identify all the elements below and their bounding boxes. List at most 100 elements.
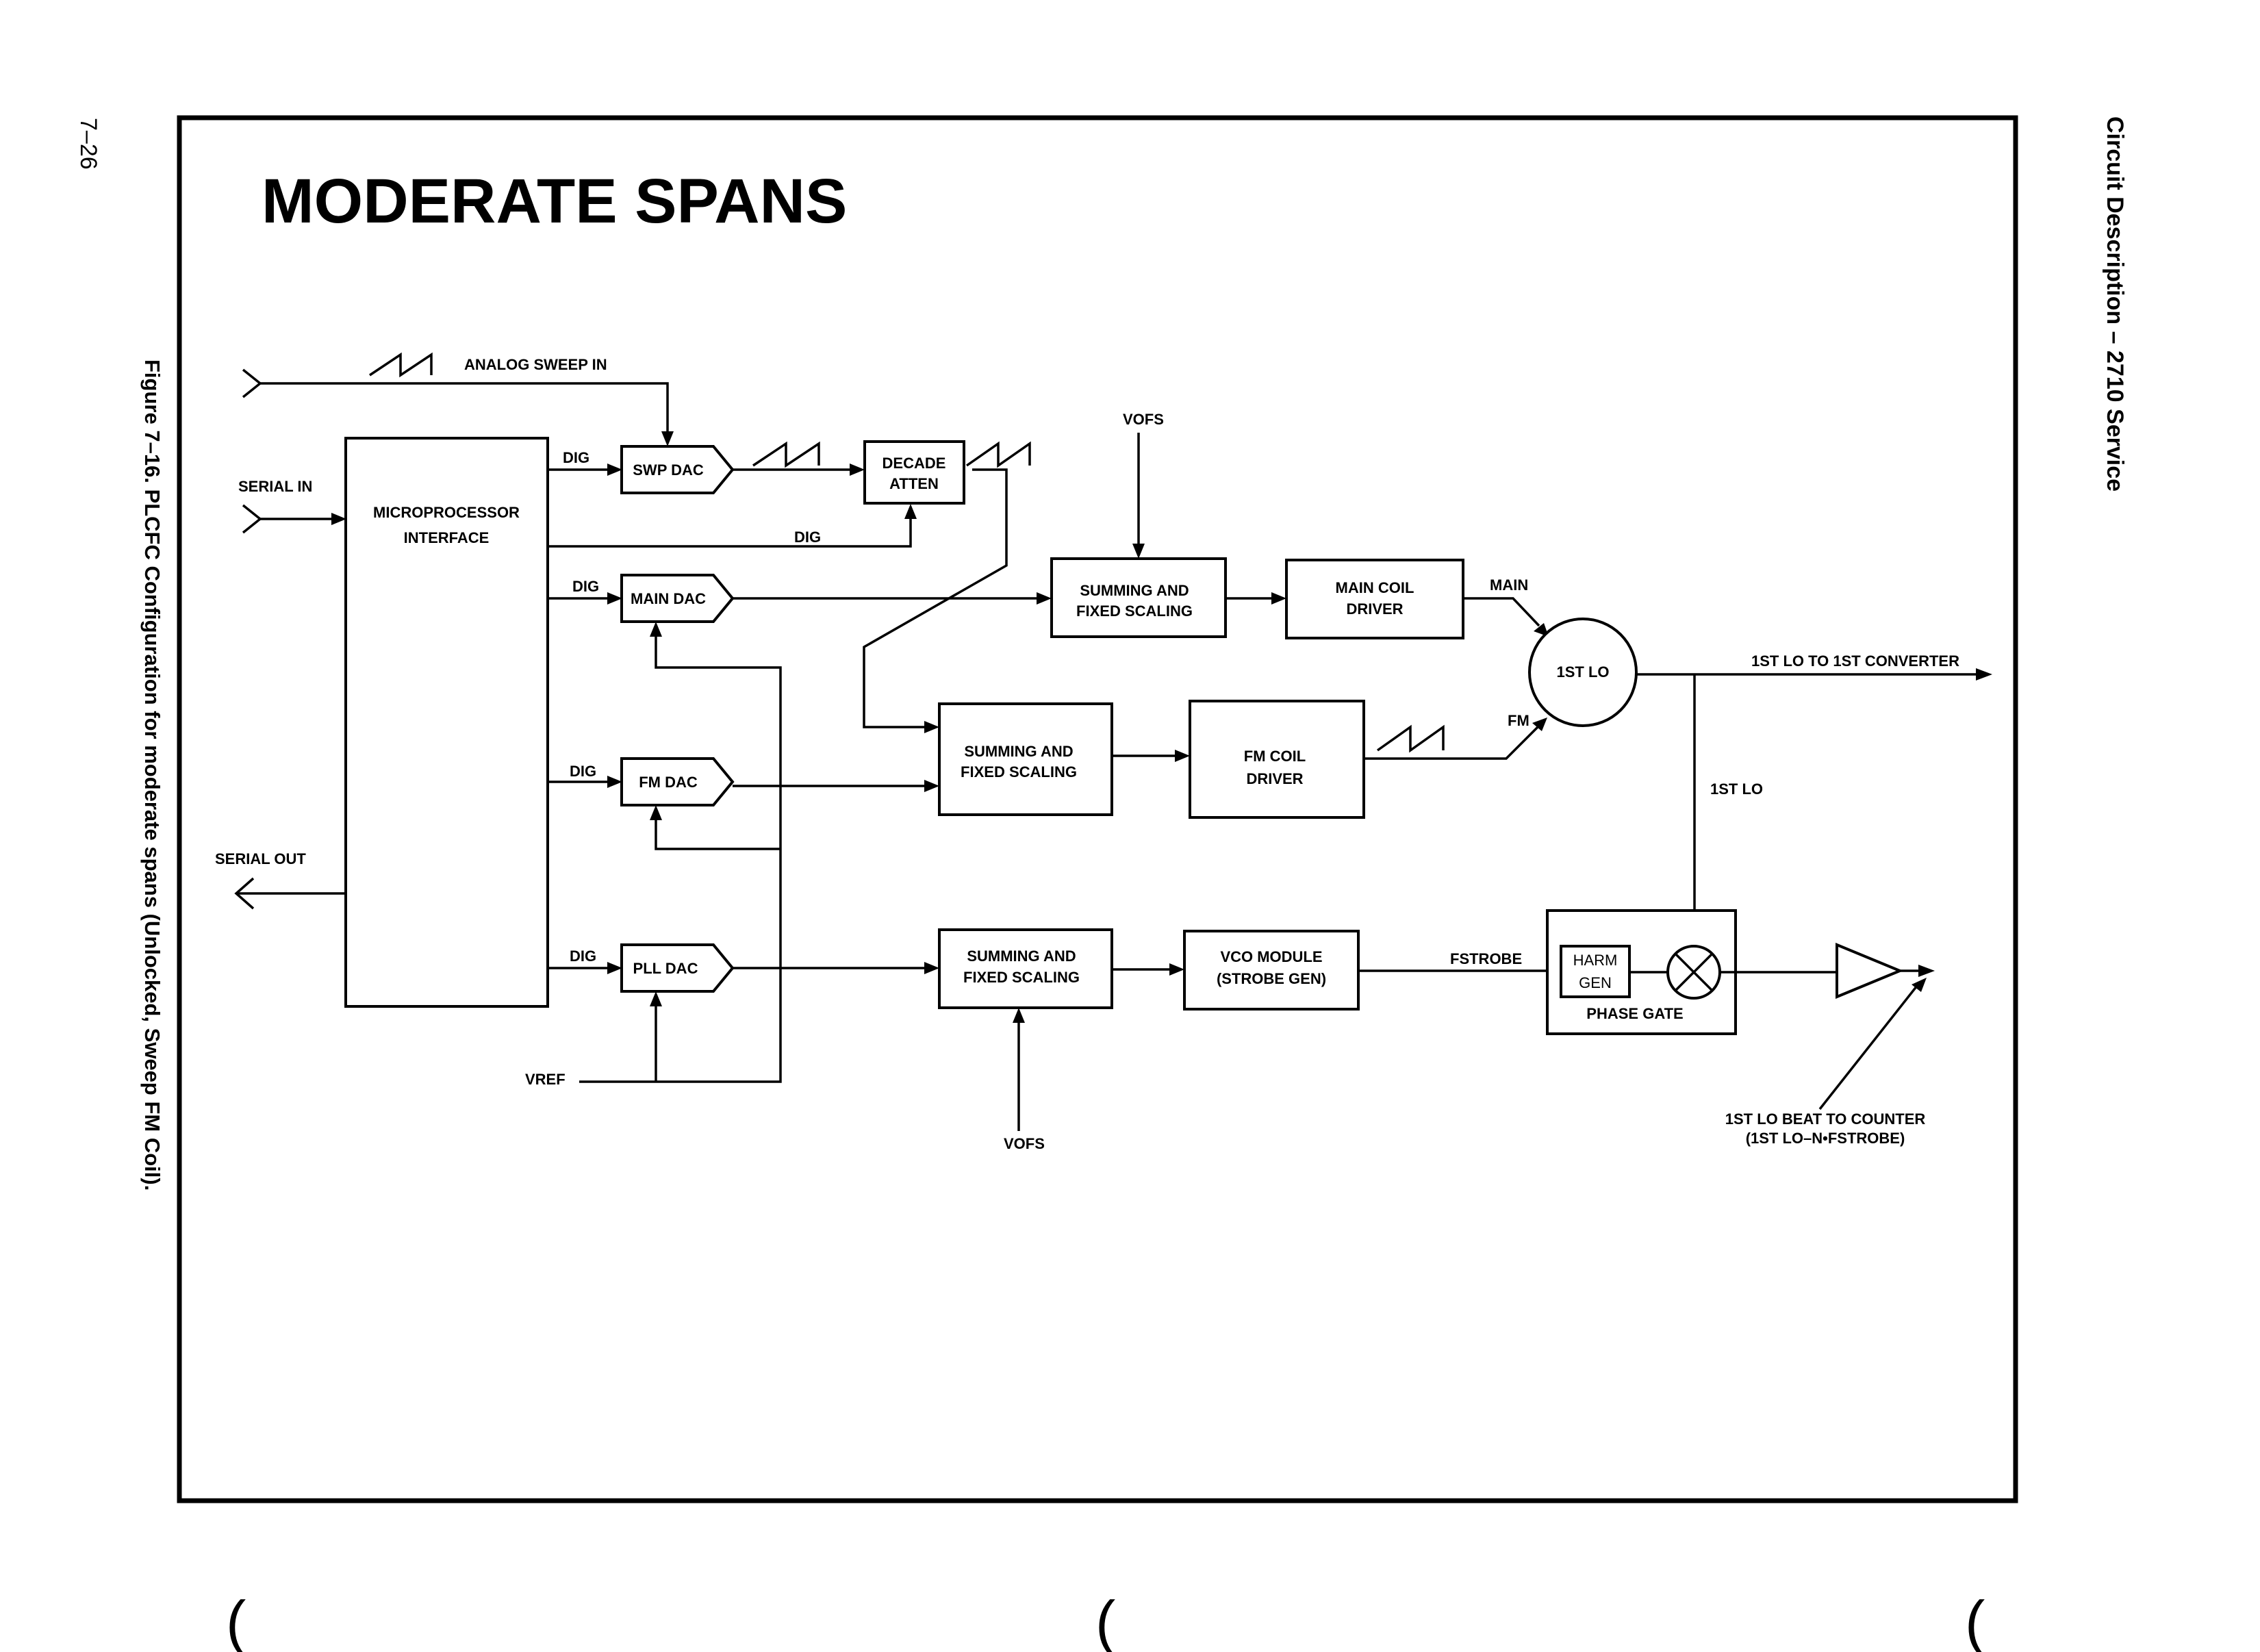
vco-label-line2: (STROBE GEN) xyxy=(1217,970,1326,987)
fm-dac-to-sum-arrowhead xyxy=(924,780,939,792)
harm-gen-label-line1: HARM xyxy=(1573,952,1618,969)
main-coil-to-lo-line xyxy=(1463,597,1540,627)
lo-feedback-label: 1ST LO xyxy=(1710,780,1763,798)
fm-dac-label: FM DAC xyxy=(639,774,698,791)
atten-to-sum-fm-arrowhead xyxy=(924,721,939,733)
footer-mark-center: ( xyxy=(1095,1588,1115,1652)
first-lo-label: 1ST LO xyxy=(1556,663,1609,681)
analog-sweep-in-line xyxy=(260,382,669,437)
sum-to-main-coil-arrowhead xyxy=(1271,592,1286,605)
swp-dac-dig-label: DIG xyxy=(563,449,589,466)
amplifier-icon xyxy=(1836,943,1904,999)
analog-sweep-ramp-icon xyxy=(369,352,433,378)
pll-dac-block xyxy=(620,943,735,993)
vref-fm-arrowhead xyxy=(650,805,662,820)
pll-dac-dig-arrowhead xyxy=(607,962,622,974)
summing-main-label-line1: SUMMING AND xyxy=(1080,582,1189,599)
main-dac-label: MAIN DAC xyxy=(631,590,706,607)
amp-output-arrowhead xyxy=(1918,965,1935,977)
fm-dac-block xyxy=(620,757,735,806)
serial-in-arrowhead xyxy=(331,513,346,525)
beat-label-line2: (1ST LO–N•FSTROBE) xyxy=(1746,1130,1905,1147)
vco-label-line1: VCO MODULE xyxy=(1220,948,1322,965)
diagram-title: MODERATE SPANS xyxy=(262,166,847,236)
decade-atten-block xyxy=(863,440,965,505)
vofs-top-arrowhead xyxy=(1132,544,1145,559)
main-dac-dig-label: DIG xyxy=(572,578,599,595)
vofs-bottom-label: VOFS xyxy=(1004,1135,1045,1152)
pll-dac-label: PLL DAC xyxy=(633,960,698,977)
page-number: 7–26 xyxy=(75,118,101,170)
fm-dac-dig-arrowhead xyxy=(607,776,622,788)
sum-to-fm-coil-arrowhead xyxy=(1175,750,1190,762)
vref-main-arrowhead xyxy=(650,622,662,637)
fstrobe-label: FSTROBE xyxy=(1450,950,1522,967)
swp-dac-block xyxy=(620,445,735,494)
lo-to-converter-arrowhead xyxy=(1976,668,1992,681)
fm-coil-to-lo-arrowhead xyxy=(1532,717,1547,731)
summing-main-block xyxy=(1050,557,1227,638)
pll-dac-to-sum-arrowhead xyxy=(924,962,939,974)
main-dac-dig-arrowhead xyxy=(607,592,622,605)
main-dac-to-sum-arrowhead xyxy=(1037,592,1052,605)
serial-out-chevron xyxy=(234,877,255,910)
beat-leader-line xyxy=(1818,984,1918,1110)
fm-dac-dig-label: DIG xyxy=(570,763,596,780)
figure-caption: Figure 7–16. PLCFC Configuration for mod… xyxy=(140,359,164,1191)
swp-to-atten-arrowhead xyxy=(850,463,865,476)
mixer-cross xyxy=(1674,952,1714,992)
vco-module-block xyxy=(1183,930,1360,1011)
decade-atten-output-ramp-icon xyxy=(966,441,1031,468)
page-header: Circuit Description – 2710 Service xyxy=(2102,116,2128,492)
dig-to-atten-arrowhead xyxy=(904,504,917,519)
beat-label-line1: 1ST LO BEAT TO COUNTER xyxy=(1725,1110,1926,1128)
beat-leader-arrowhead xyxy=(1912,978,1927,992)
vref-line xyxy=(579,633,782,1083)
first-lo-oscillator xyxy=(1528,618,1638,727)
lo-to-converter-label: 1ST LO TO 1ST CONVERTER xyxy=(1751,652,1959,670)
analog-sweep-in-label: ANALOG SWEEP IN xyxy=(464,356,607,373)
serial-input-chevron xyxy=(242,504,262,534)
microprocessor-label-line2: INTERFACE xyxy=(404,529,490,546)
sum-to-vco-arrowhead xyxy=(1169,963,1184,976)
fm-coil-to-lo-line xyxy=(1364,726,1539,760)
vref-fm-branch xyxy=(655,816,780,850)
vofs-top-label: VOFS xyxy=(1123,411,1164,428)
main-coil-label-line1: MAIN COIL xyxy=(1336,579,1414,596)
phase-gate-label: PHASE GATE xyxy=(1586,1005,1683,1022)
fm-coil-label-line2: DRIVER xyxy=(1246,770,1303,787)
dig-to-atten-line xyxy=(548,515,912,548)
summing-fm-label-line1: SUMMING AND xyxy=(964,743,1073,760)
microprocessor-label-line1: MICROPROCESSOR xyxy=(373,504,520,521)
main-coil-label-line2: DRIVER xyxy=(1346,600,1403,618)
analog-sweep-arrowhead xyxy=(661,431,674,446)
summing-fm-block xyxy=(938,702,1113,816)
summing-main-label-line2: FIXED SCALING xyxy=(1076,602,1193,620)
swp-dac-label: SWP DAC xyxy=(633,461,704,479)
vref-pll-arrowhead xyxy=(650,991,662,1006)
serial-out-label: SERIAL OUT xyxy=(215,850,306,867)
main-signal-label: MAIN xyxy=(1490,576,1528,594)
atten-to-sum-fm-line xyxy=(863,468,1008,728)
swp-dac-dig-arrowhead xyxy=(607,463,622,476)
summing-pll-label-line1: SUMMING AND xyxy=(967,948,1076,965)
fm-coil-driver-block xyxy=(1189,700,1365,819)
vref-label: VREF xyxy=(525,1071,566,1088)
vofs-bottom-arrowhead xyxy=(1013,1008,1025,1023)
analog-sweep-input-chevron xyxy=(242,368,262,398)
main-coil-driver-block xyxy=(1285,559,1464,639)
fm-coil-output-ramp-icon xyxy=(1376,724,1445,753)
decade-atten-label-line2: ATTEN xyxy=(889,475,939,492)
footer-mark-left: ( xyxy=(226,1588,246,1652)
diagram-frame xyxy=(177,115,2018,1503)
main-dac-block xyxy=(620,574,735,623)
harm-gen-label-line2: GEN xyxy=(1579,974,1612,991)
summing-pll-block xyxy=(938,928,1113,1009)
swp-dac-output-ramp-icon xyxy=(752,441,820,468)
fm-signal-label: FM xyxy=(1508,712,1529,729)
pll-dac-dig-label: DIG xyxy=(570,948,596,965)
decade-atten-label-line1: DECADE xyxy=(883,455,946,472)
dig-to-atten-label: DIG xyxy=(794,529,821,546)
summing-fm-label-line2: FIXED SCALING xyxy=(961,763,1077,780)
microprocessor-interface-block xyxy=(344,437,549,1008)
